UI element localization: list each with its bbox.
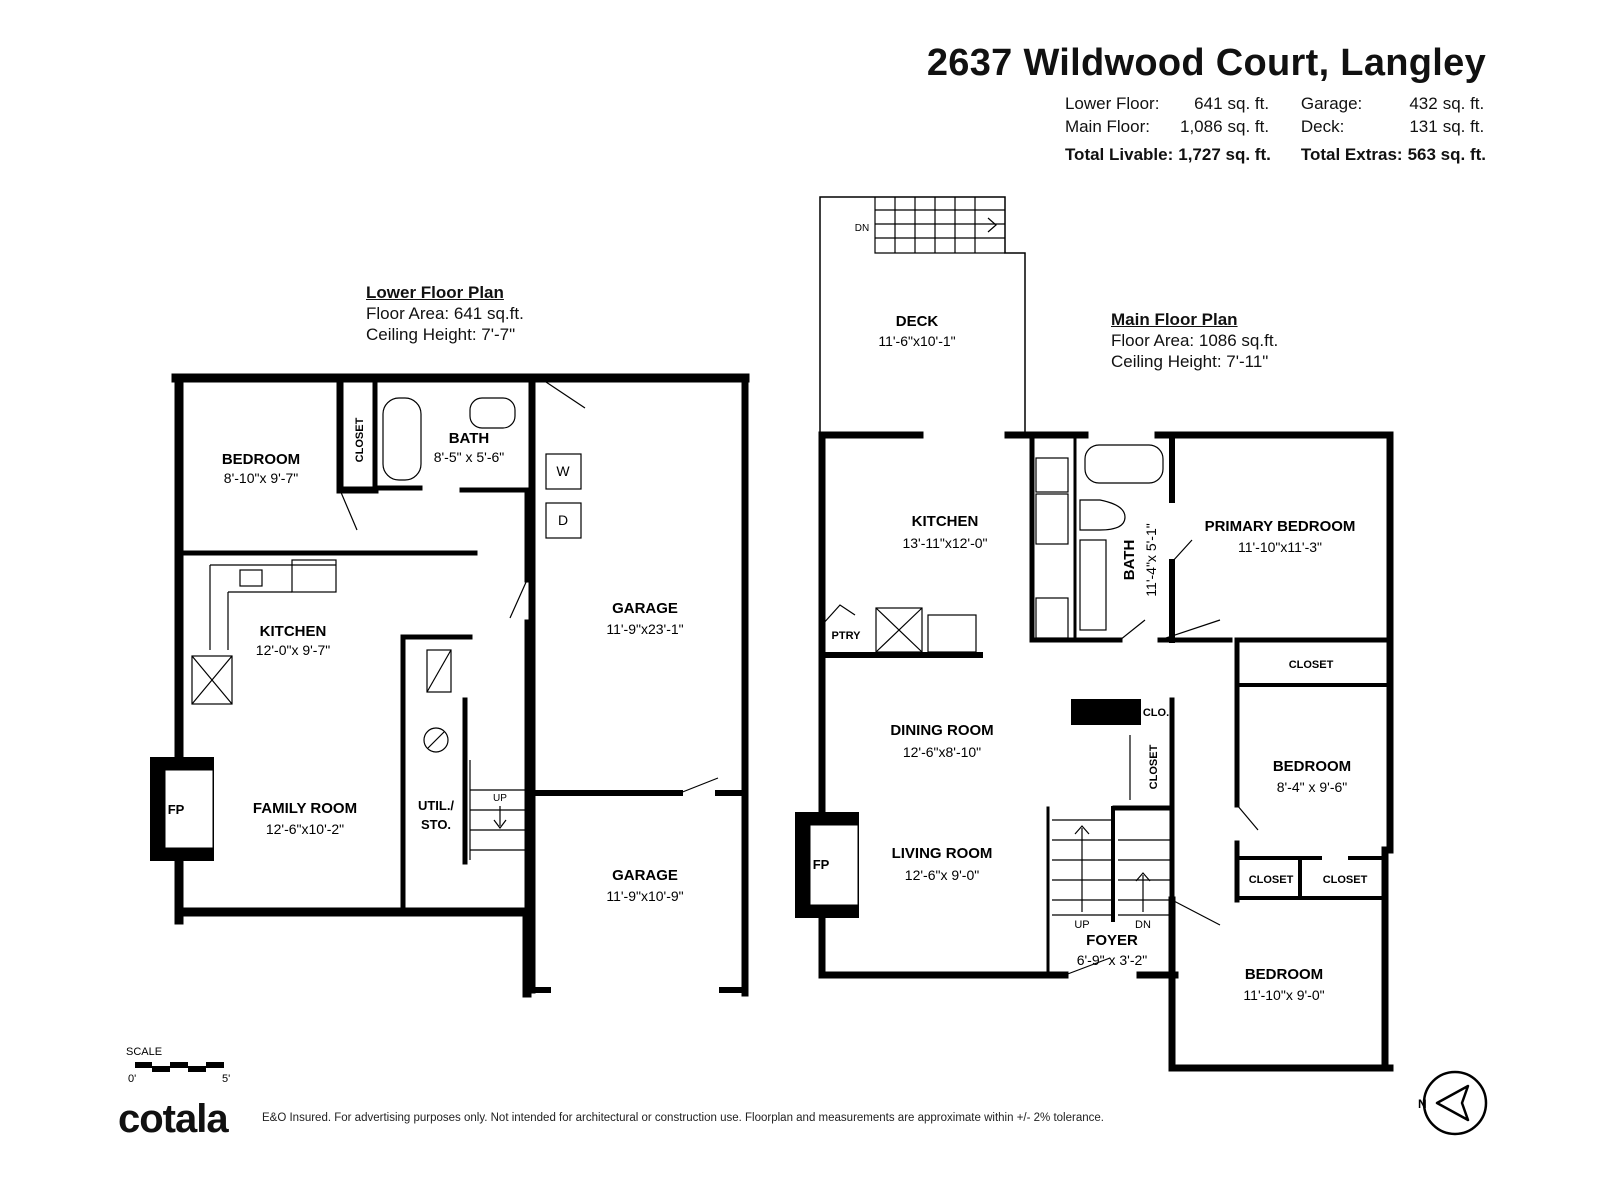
room-dims: 12'-6"x8'-10" (903, 744, 981, 760)
room-name-line2: STO. (421, 817, 451, 832)
deck-label: Deck: (1300, 117, 1345, 136)
deck-value: 131 (1409, 117, 1438, 136)
disclaimer-text: E&O Insured. For advertising purposes on… (262, 1112, 1104, 1124)
stair-up-label: UP (1074, 919, 1089, 931)
room-name: KITCHEN (912, 513, 979, 530)
clo-label: CLO. (1143, 707, 1169, 719)
fireplace-label: FP (168, 802, 185, 817)
dryer-label: D (558, 512, 568, 528)
room-name: BEDROOM (1245, 966, 1323, 983)
deck-stair-dn-label: DN (855, 223, 869, 234)
total-extras-label: Total Extras: (1300, 145, 1403, 164)
room-name: KITCHEN (260, 623, 327, 640)
lower-floor-value: 641 (1194, 94, 1223, 113)
room-name: UTIL./ (418, 798, 454, 813)
total-livable-label: Total Livable: (1064, 145, 1174, 164)
scale-label: SCALE (126, 1046, 162, 1058)
stair-dn-label: DN (1135, 919, 1151, 931)
property-address-title: 2637 Wildwood Court, Langley (926, 42, 1486, 84)
cotala-logo: cotala (118, 1097, 229, 1141)
room-dims: 11'-6"x10'-1" (878, 333, 955, 349)
washer-label: W (556, 463, 570, 479)
room-dims: 12'-6"x 9'-0" (905, 867, 979, 883)
room-dims: 6'-9" x 3'-2" (1077, 952, 1148, 968)
lower-plan-heading: Lower Floor Plan Floor Area: 641 sq.ft. … (366, 282, 524, 345)
total-livable-value: 1,727 sq. ft. (1178, 145, 1271, 164)
room-name: BATH (449, 430, 490, 447)
unit: sq. ft. (1227, 117, 1270, 136)
pantry-label: PTRY (832, 630, 862, 642)
main-fixtures (821, 197, 1259, 976)
main-plan-title: Main Floor Plan (1111, 310, 1238, 329)
room-dims: 12'-6"x10'-2" (266, 821, 344, 837)
room-dims: 11'-10"x11'-3" (1238, 539, 1322, 555)
garage-label: Garage: (1300, 94, 1363, 113)
room-dims: 12'-0"x 9'-7" (256, 642, 330, 658)
room-dims: 13'-11"x12'-0" (902, 535, 987, 551)
main-plan-ceiling: Ceiling Height: 7'-11" (1111, 352, 1269, 371)
north-compass-icon: N (1418, 1070, 1488, 1136)
total-extras-value: 563 sq. ft. (1407, 145, 1486, 164)
room-name: PRIMARY BEDROOM (1205, 518, 1356, 535)
room-name: GARAGE (612, 600, 678, 617)
room-dims: 8'-5" x 5'-6" (434, 449, 505, 465)
room-dims: 11'-9"x10'-9" (606, 888, 683, 904)
closet-label: CLOSET (1323, 874, 1368, 886)
room-dims: 8'-4" x 9'-6" (1277, 779, 1348, 795)
room-name: BATH (1121, 540, 1138, 581)
lower-plan-ceiling: Ceiling Height: 7'-7" (366, 325, 516, 344)
room-name: DINING ROOM (890, 722, 993, 739)
room-name: FAMILY ROOM (253, 800, 357, 817)
lower-floor-walls (171, 373, 750, 998)
lower-floor-label: Lower Floor: (1064, 94, 1160, 113)
stair-up-label: UP (493, 793, 507, 804)
closet-label: CLOSET (1289, 659, 1334, 671)
unit: sq. ft. (1442, 117, 1485, 136)
room-dims: 11'-10"x 9'-0" (1243, 987, 1324, 1003)
room-name: BEDROOM (1273, 758, 1351, 775)
room-name: FOYER (1086, 932, 1138, 949)
room-dims: 11'-9"x23'-1" (606, 621, 683, 637)
lower-fixtures (191, 377, 719, 860)
scale-end: 5' (222, 1073, 230, 1085)
closet-label: CLOSET (1249, 874, 1294, 886)
main-floor-label: Main Floor: (1064, 117, 1150, 136)
unit: sq. ft. (1227, 94, 1270, 113)
unit: sq. ft. (1442, 94, 1485, 113)
room-name: LIVING ROOM (892, 845, 993, 862)
closet-label: CLOSET (354, 417, 366, 462)
area-summary: Lower Floor: 641 sq. ft. Garage: 432 sq.… (1065, 92, 1486, 166)
compass-north-label: N (1418, 1097, 1427, 1111)
garage-value: 432 (1409, 94, 1438, 113)
room-name: DECK (896, 313, 939, 330)
room-name: GARAGE (612, 867, 678, 884)
main-floor-value: 1,086 (1179, 117, 1223, 136)
room-dims: 8'-10"x 9'-7" (224, 470, 298, 486)
lower-plan-area: Floor Area: 641 sq.ft. (366, 304, 524, 323)
main-floor-walls (818, 196, 1394, 1072)
main-plan-heading: Main Floor Plan Floor Area: 1086 sq.ft. … (1111, 309, 1278, 372)
scale-start: 0' (128, 1073, 136, 1085)
closet-label: CLOSET (1148, 744, 1160, 789)
room-dims: 11'-4"x 5'-1" (1143, 523, 1159, 596)
lower-plan-title: Lower Floor Plan (366, 283, 504, 302)
main-plan-area: Floor Area: 1086 sq.ft. (1111, 331, 1279, 350)
scale-bar: SCALE 0' 5' (126, 1046, 230, 1085)
room-name: BEDROOM (222, 451, 300, 468)
fireplace-label: FP (813, 857, 830, 872)
